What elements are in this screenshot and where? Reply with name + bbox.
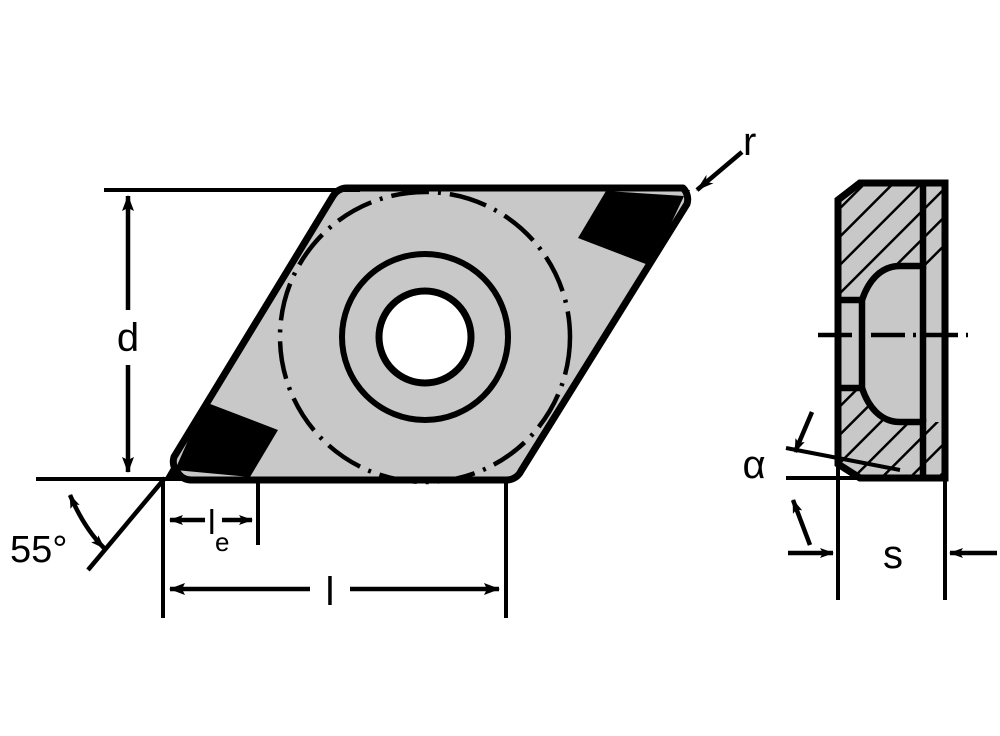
dimension-label-55-degrees: 55° [10, 529, 67, 571]
dimension-label-alpha: α [742, 443, 765, 487]
alpha-leader-upper [792, 411, 815, 453]
corner-wedge-right-overlay [578, 191, 684, 266]
corner-wedge-left-overlay [175, 402, 278, 477]
dimension-r: r [695, 120, 756, 192]
section-bore-lower-curve [838, 384, 927, 478]
dimension-s: s [788, 460, 997, 600]
alpha-leader-lower [790, 499, 813, 546]
dimension-label-d: d [117, 316, 139, 360]
r-leader-line [695, 150, 744, 192]
pitch-circle-dashdot [277, 189, 573, 485]
dimension-l: l [161, 482, 508, 618]
dimension-angle-55: 55° [10, 476, 167, 572]
dimension-label-r: r [743, 120, 756, 164]
cutting-corner-wedges-overlay [175, 191, 684, 477]
dimension-label-s: s [883, 533, 903, 577]
dimension-label-l: l [326, 570, 335, 614]
angle-55-leader-line [86, 476, 167, 572]
dimension-le: l e [161, 479, 260, 600]
dimension-label-le-subscript: e [215, 527, 229, 557]
dimension-label-le-base: l [208, 504, 216, 542]
top-view-group [165, 184, 692, 485]
side-section-view-group [818, 179, 968, 482]
section-bore-upper-curve [838, 183, 927, 304]
center-hole [375, 287, 475, 387]
alpha-reference-line-angled [785, 446, 901, 472]
dimension-alpha: α [742, 411, 905, 546]
angle-55-arc [67, 494, 106, 550]
dimension-d: d [36, 188, 360, 481]
